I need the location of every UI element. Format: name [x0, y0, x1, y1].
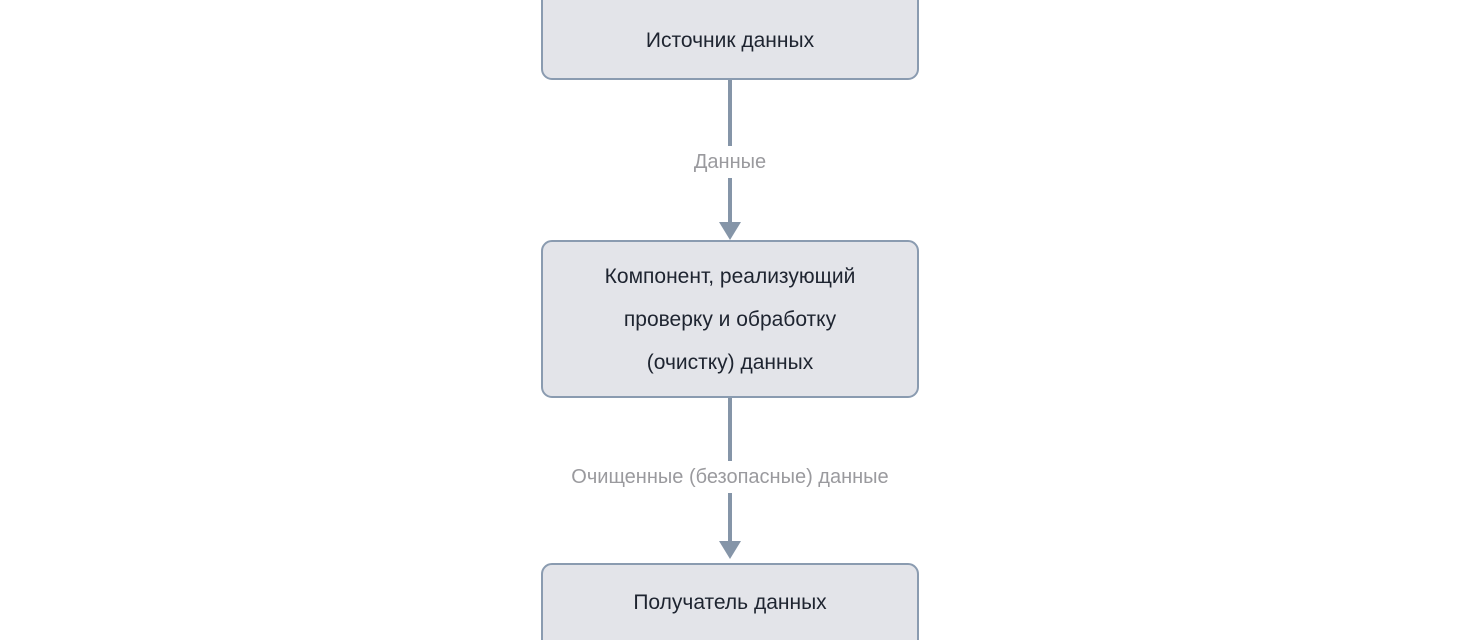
arrowhead-down-icon: [719, 222, 741, 240]
data-source-node-label: Источник данных: [645, 28, 815, 52]
validation-processing-node-label: Компонент, реализующий проверку и обрабо…: [543, 255, 917, 384]
data-receiver-node[interactable]: Получатель данных: [541, 563, 919, 640]
data-source-node[interactable]: Источник данных: [541, 0, 919, 80]
edge-label-sanitized-data: Очищенные (безопасные) данные: [562, 461, 898, 493]
arrowhead-down-icon: [719, 541, 741, 559]
validation-processing-line-3: (очистку) данных: [646, 350, 814, 374]
validation-processing-node[interactable]: Компонент, реализующий проверку и обрабо…: [541, 240, 919, 398]
edge-label-data: Данные: [684, 146, 776, 178]
validation-processing-line-1: Компонент, реализующий: [604, 264, 856, 288]
validation-processing-line-2: проверку и обработку: [623, 307, 837, 331]
data-receiver-node-label: Получатель данных: [633, 590, 827, 614]
